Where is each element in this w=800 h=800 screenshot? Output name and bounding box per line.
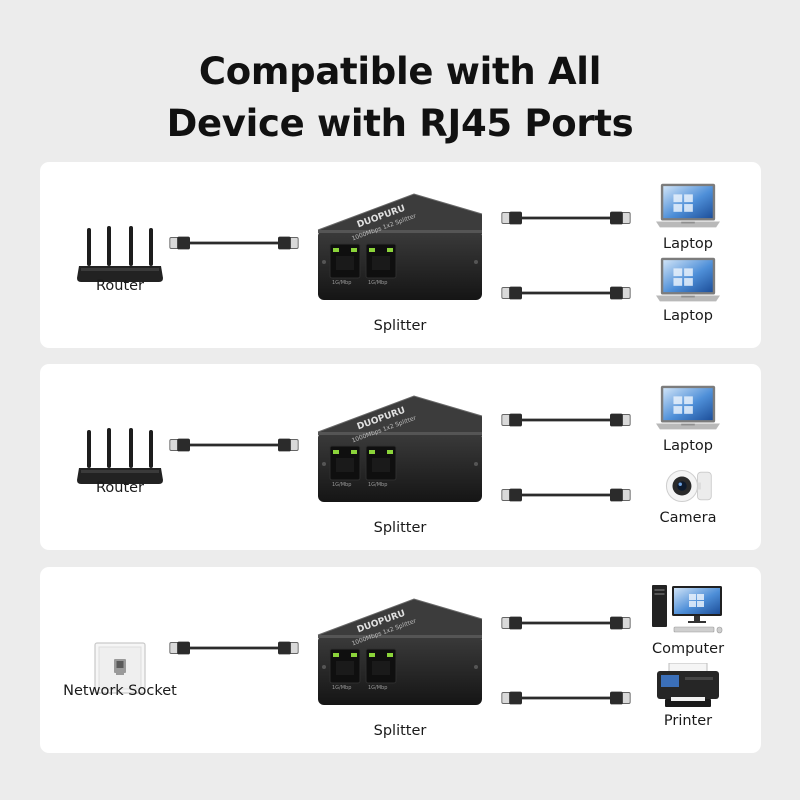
output-cable-2 — [500, 690, 632, 706]
camera-icon — [665, 469, 712, 503]
output-label: Laptop — [663, 236, 713, 252]
output-label: Camera — [659, 510, 717, 526]
laptop-icon — [656, 385, 720, 430]
output-label: Laptop — [663, 308, 713, 324]
splitter-label: Splitter — [373, 723, 427, 739]
title-line-2: Device with RJ45 Ports — [166, 102, 634, 145]
output-label: Laptop — [663, 438, 713, 454]
output-cable-1 — [500, 615, 632, 631]
output-cable-2 — [500, 285, 632, 301]
output-label: Computer — [651, 641, 725, 657]
port-label-2: 1G/Mbp — [368, 685, 388, 691]
input-cable — [168, 640, 300, 656]
port-label-1: 1G/Mbp — [332, 482, 352, 488]
splitter-icon — [317, 395, 483, 502]
laptop-icon — [656, 257, 720, 302]
output-cable-1 — [500, 210, 632, 226]
page-title: Compatible with All Device with RJ45 Por… — [0, 46, 800, 150]
splitter-label: Splitter — [373, 520, 427, 536]
source-label: Router — [95, 480, 145, 496]
port-label-1: 1G/Mbp — [332, 280, 352, 286]
router-icon — [77, 428, 163, 484]
splitter-icon — [317, 193, 483, 300]
computer-icon — [652, 585, 723, 634]
input-cable — [168, 437, 300, 453]
port-label-2: 1G/Mbp — [368, 280, 388, 286]
title-line-1: Compatible with All — [198, 50, 602, 93]
source-label: Router — [95, 278, 145, 294]
port-label-2: 1G/Mbp — [368, 482, 388, 488]
printer-icon — [656, 663, 720, 708]
laptop-icon — [656, 183, 720, 228]
input-cable — [168, 235, 300, 251]
source-label: Network Socket — [63, 683, 177, 699]
port-label-1: 1G/Mbp — [332, 685, 352, 691]
output-cable-2 — [500, 487, 632, 503]
router-icon — [77, 226, 163, 282]
splitter-label: Splitter — [373, 318, 427, 334]
splitter-icon — [317, 598, 483, 705]
output-cable-1 — [500, 412, 632, 428]
output-label: Printer — [663, 713, 713, 729]
